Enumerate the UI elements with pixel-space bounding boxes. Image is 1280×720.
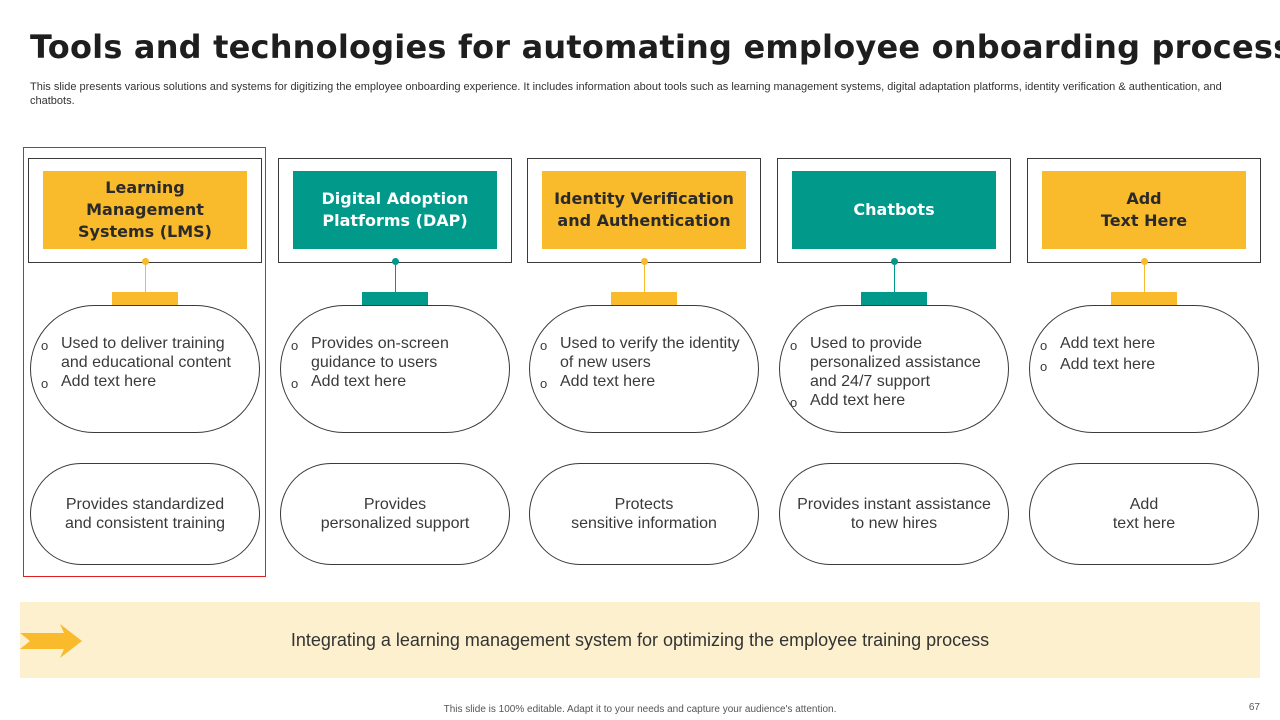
bullet-circle-icon: o xyxy=(41,376,49,391)
connector-bar xyxy=(611,292,677,305)
bullet-circle-icon: o xyxy=(291,338,299,353)
bullet-circle-icon: o xyxy=(790,395,798,410)
tool-heading: Add Text Here xyxy=(1042,171,1246,249)
list-item: o Used to verify the identity of new user… xyxy=(540,334,742,372)
bullet-circle-icon: o xyxy=(1040,359,1048,374)
list-item-text: Provides on-screen guidance to users xyxy=(311,335,449,371)
list-item: o Add text here xyxy=(1040,355,1242,376)
connector-bar xyxy=(861,292,927,305)
list-item: o Add text here xyxy=(291,372,493,393)
list-item: o Provides on-screen guidance to users xyxy=(291,334,493,372)
list-item: o Add text here xyxy=(790,391,992,412)
bullet-circle-icon: o xyxy=(540,338,548,353)
connector-bar xyxy=(362,292,428,305)
tool-heading: Chatbots xyxy=(792,171,996,249)
list-item-text: Used to verify the identity of new users xyxy=(560,335,740,371)
connector-dot xyxy=(891,258,898,265)
tool-column: Learning Management Systems (LMS) o Used t… xyxy=(28,158,262,568)
connector-line xyxy=(145,264,146,292)
footer-note: This slide is 100% editable. Adapt it to… xyxy=(443,704,837,715)
tool-heading-frame: Chatbots xyxy=(777,158,1011,263)
tool-benefit: Add text here xyxy=(1029,463,1259,565)
list-item-text: Add text here xyxy=(61,373,157,390)
banner-text: Integrating a learning management system… xyxy=(290,629,990,650)
arrow-right-icon xyxy=(20,624,82,658)
tool-details: o Used to provide personalized assistance… xyxy=(779,305,1009,433)
list-item-text: Add text here xyxy=(560,373,656,390)
tool-heading-frame: Identity Verification and Authentication xyxy=(527,158,761,263)
slide-title: Tools and technologies for automating em… xyxy=(30,28,1280,66)
tool-column: Chatbots o Used to provide personalized as… xyxy=(777,158,1011,568)
bullet-circle-icon: o xyxy=(540,376,548,391)
selection-highlight xyxy=(23,147,266,577)
connector-dot xyxy=(1141,258,1148,265)
connector-bar xyxy=(112,292,178,305)
tool-benefit: Provides personalized support xyxy=(280,463,510,565)
list-item-text: Add text here xyxy=(311,373,407,390)
bullet-circle-icon: o xyxy=(790,338,798,353)
tool-column: Identity Verification and Authentication… xyxy=(527,158,761,568)
slide-subtitle: This slide presents various solutions an… xyxy=(30,81,1222,107)
list-item: o Used to provide personalized assistance… xyxy=(790,334,992,391)
bullet-circle-icon: o xyxy=(1040,338,1048,353)
page-number: 67 xyxy=(1248,702,1260,713)
tool-heading-frame: Learning Management Systems (LMS) xyxy=(28,158,262,263)
list-item: o Add text here xyxy=(1040,334,1242,355)
tool-heading-frame: Add Text Here xyxy=(1027,158,1261,263)
connector-dot xyxy=(392,258,399,265)
list-item-text: Used to provide personalized assistance … xyxy=(810,335,981,390)
list-item-text: Add text here xyxy=(1060,356,1156,373)
list-item-text: Add text here xyxy=(1060,335,1156,352)
connector-dot xyxy=(641,258,648,265)
tool-benefit: Protects sensitive information xyxy=(529,463,759,565)
takeaway-banner: Integrating a learning management system… xyxy=(20,602,1260,678)
list-item: o Used to deliver training and educationa… xyxy=(41,334,243,372)
bullet-circle-icon: o xyxy=(41,338,49,353)
connector-line xyxy=(1144,264,1145,292)
list-item: o Add text here xyxy=(540,372,742,393)
tool-heading: Identity Verification and Authentication xyxy=(542,171,746,249)
tool-benefit: Provides instant assistance to new hires xyxy=(779,463,1009,565)
connector-dot xyxy=(142,258,149,265)
list-item: o Add text here xyxy=(41,372,243,393)
list-item-text: Used to deliver training and educational… xyxy=(61,335,231,371)
tool-benefit: Provides standardized and consistent tra… xyxy=(30,463,260,565)
connector-bar xyxy=(1111,292,1177,305)
tool-heading: Digital Adoption Platforms (DAP) xyxy=(293,171,497,249)
tool-heading: Learning Management Systems (LMS) xyxy=(43,171,247,249)
connector-line xyxy=(395,264,396,292)
connector-line xyxy=(644,264,645,292)
tool-details: o Used to deliver training and educationa… xyxy=(30,305,260,433)
tool-heading-frame: Digital Adoption Platforms (DAP) xyxy=(278,158,512,263)
tool-details: o Used to verify the identity of new user… xyxy=(529,305,759,433)
list-item-text: Add text here xyxy=(810,392,906,409)
bullet-circle-icon: o xyxy=(291,376,299,391)
connector-line xyxy=(894,264,895,292)
